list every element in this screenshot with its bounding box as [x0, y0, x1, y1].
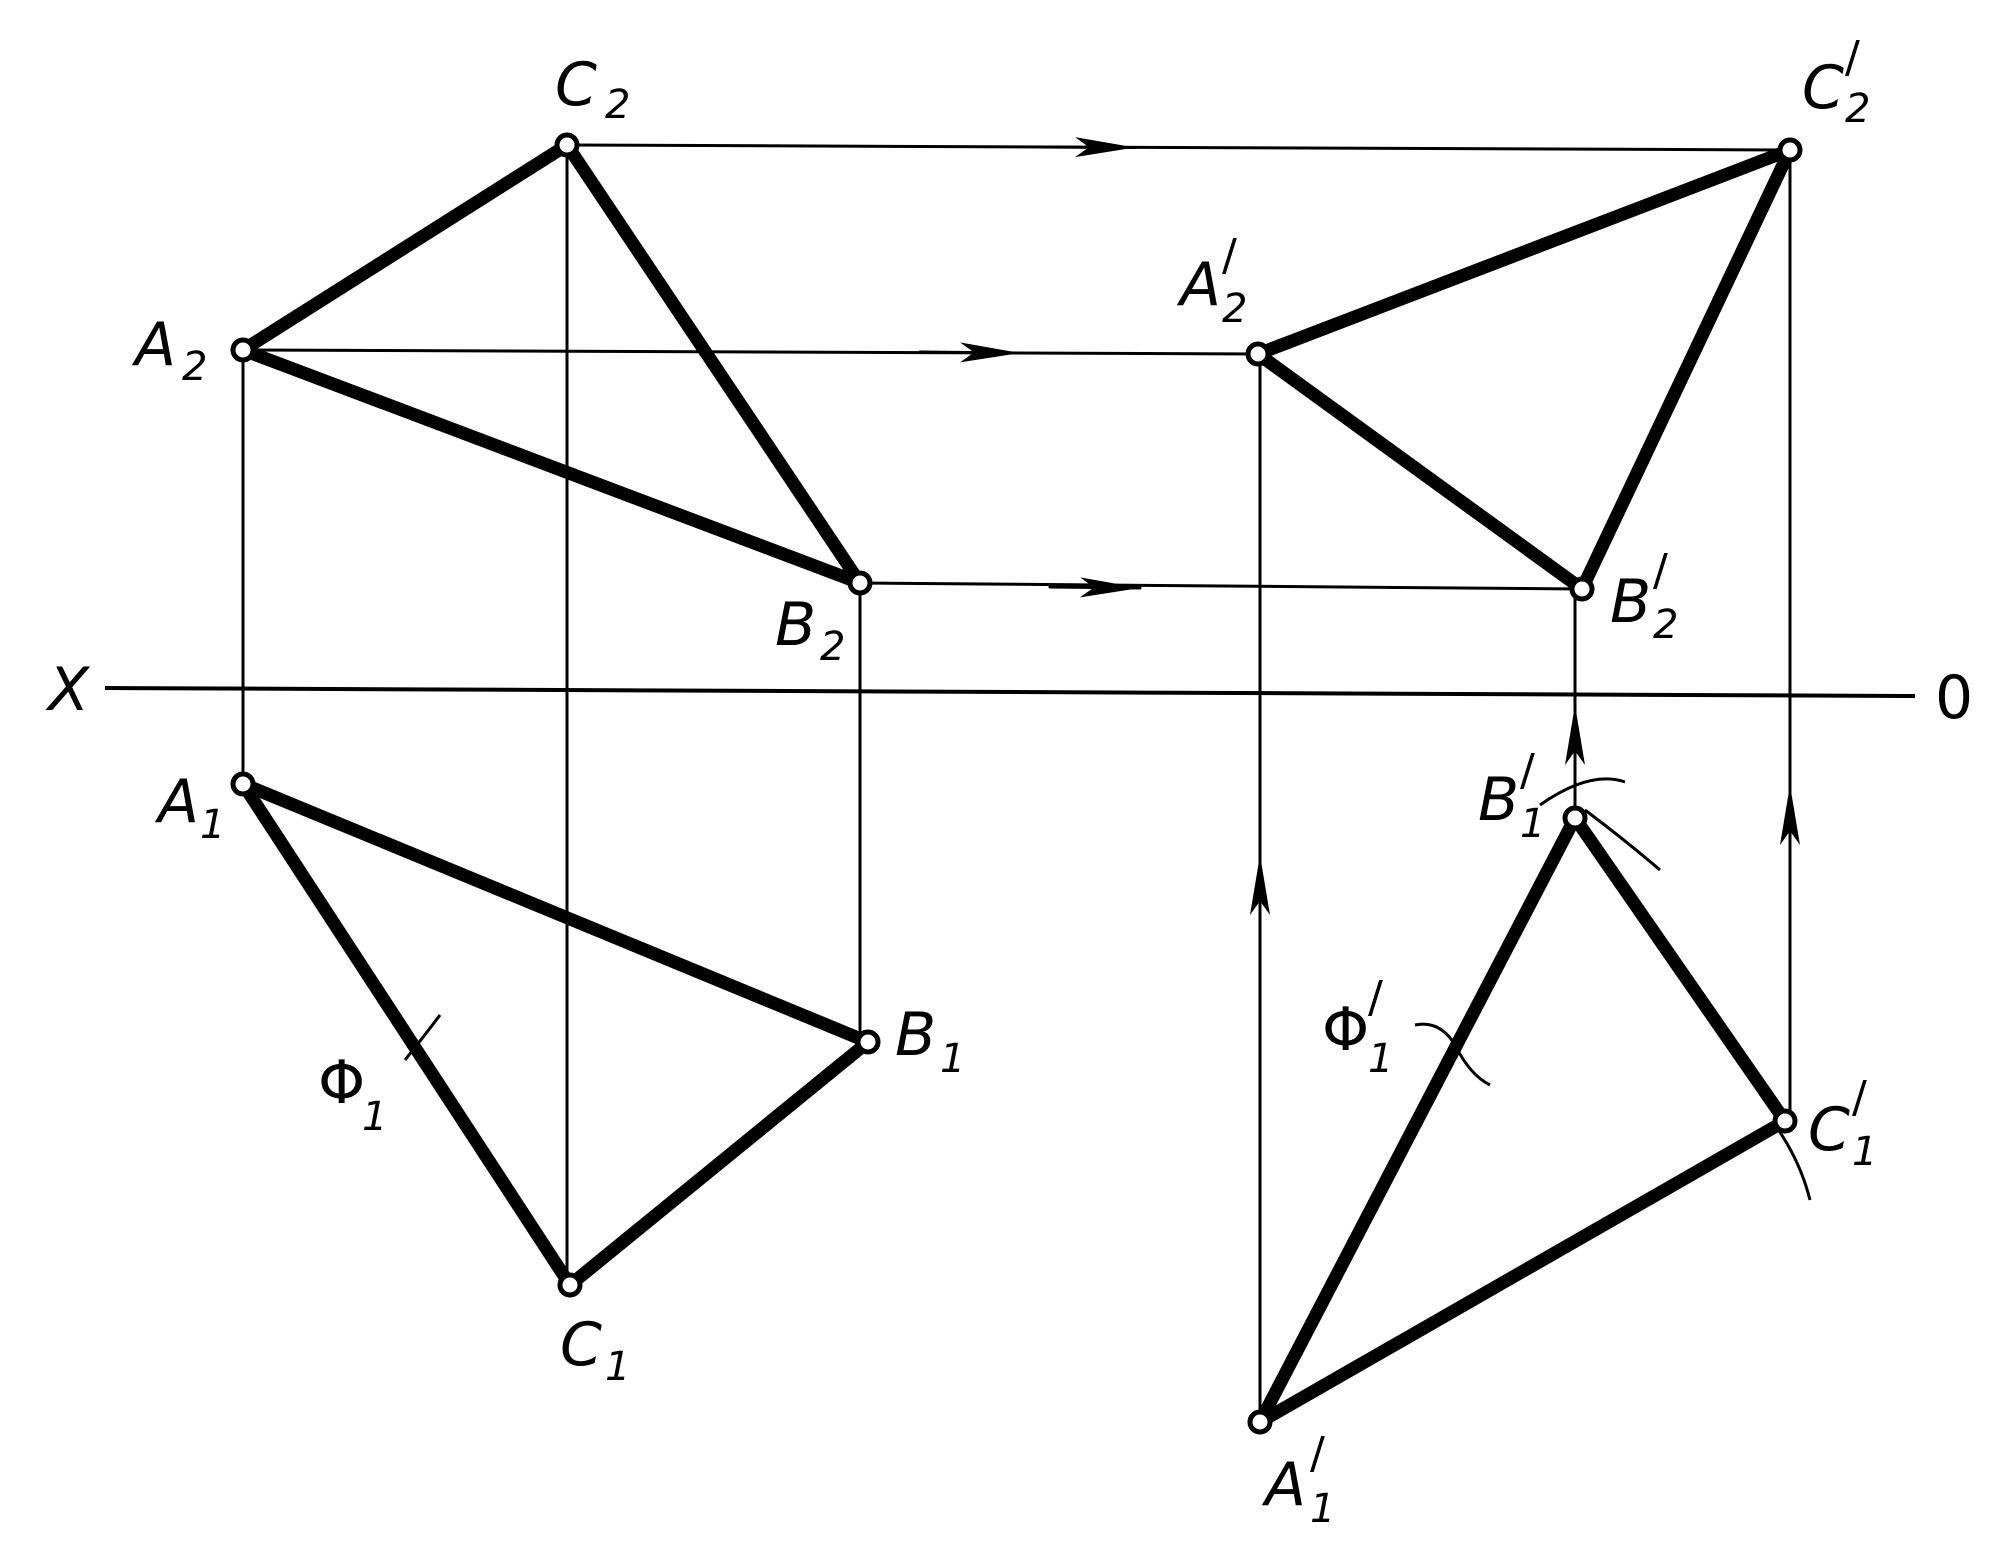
- label-b1: B 1: [895, 1000, 965, 1082]
- svg-text:B: B: [1610, 567, 1651, 637]
- svg-text:C: C: [560, 1310, 602, 1380]
- axis-label-x: X: [45, 655, 91, 725]
- svg-text:1: 1: [1368, 1036, 1393, 1082]
- svg-text:1: 1: [1520, 801, 1545, 847]
- edge-a2-b2: [236, 343, 867, 590]
- edge-a1-b1: [236, 777, 875, 1049]
- svg-text:C: C: [1802, 53, 1844, 123]
- node-b2: [847, 570, 873, 596]
- node-b1: [855, 1029, 881, 1055]
- node-a1-prime: [1247, 1409, 1273, 1435]
- axis-label-o: 0: [1935, 663, 1973, 733]
- edge-a2p-c2p: [1251, 143, 1797, 361]
- edge-b2p-c2p: [1575, 143, 1797, 596]
- svg-text:2: 2: [605, 82, 630, 128]
- svg-text:B: B: [775, 590, 816, 660]
- label-c2-prime: C / 2: [1802, 32, 1870, 132]
- svg-text:2: 2: [820, 624, 845, 670]
- svg-text:2: 2: [1653, 602, 1678, 648]
- node-c2-prime: [1777, 137, 1803, 163]
- svg-text:/: /: [1222, 230, 1237, 281]
- arc-c1-prime: [1773, 1124, 1812, 1201]
- transfer-line-c2: [565, 143, 1792, 152]
- edge-c1-b1: [563, 1035, 875, 1292]
- svg-text:1: 1: [1852, 1129, 1877, 1175]
- node-a2-prime: [1245, 341, 1271, 367]
- svg-text:C: C: [1808, 1095, 1850, 1165]
- svg-text:Φ: Φ: [318, 1048, 365, 1118]
- svg-text:C: C: [555, 50, 597, 120]
- label-c1: C 1: [560, 1310, 630, 1390]
- svg-text:/: /: [1653, 545, 1668, 596]
- arc-b1-prime: [1539, 777, 1626, 807]
- edge-c2-b2: [560, 138, 867, 590]
- svg-text:A: A: [1176, 250, 1221, 320]
- svg-text:/: /: [1845, 32, 1860, 83]
- svg-text:/: /: [1310, 1428, 1325, 1479]
- edge-a1-c1: [236, 777, 577, 1292]
- x-axis-line: [104, 686, 1916, 698]
- transfer-arrow-c2: [1038, 137, 1137, 158]
- svg-text:B: B: [1478, 765, 1519, 835]
- label-a2-prime: A / 2: [1176, 230, 1247, 332]
- label-phi1-prime: Φ / 1: [1322, 972, 1393, 1082]
- svg-text:/: /: [1520, 745, 1535, 796]
- label-a1-prime: A / 1: [1261, 1428, 1335, 1532]
- svg-text:1: 1: [200, 802, 225, 848]
- svg-text:/: /: [1368, 972, 1383, 1023]
- svg-text:2: 2: [1845, 86, 1870, 132]
- arc-phi1: [403, 1014, 442, 1061]
- svg-text:1: 1: [362, 1094, 387, 1140]
- svg-text:2: 2: [182, 344, 207, 390]
- edge-a1p-c1p: [1253, 1114, 1792, 1429]
- edge-b1p-c1p: [1568, 811, 1792, 1128]
- svg-text:B: B: [895, 1000, 936, 1070]
- svg-text:1: 1: [940, 1036, 965, 1082]
- svg-text:1: 1: [605, 1344, 630, 1390]
- label-b2: B 2: [775, 590, 845, 670]
- svg-text:A: A: [154, 767, 199, 837]
- transfer-line-b2: [858, 581, 1584, 591]
- transfer-arrow-b2: [1048, 577, 1142, 598]
- svg-text:Φ: Φ: [1322, 995, 1369, 1065]
- label-c2: C 2: [555, 50, 630, 128]
- svg-text:/: /: [1852, 1072, 1867, 1123]
- svg-text:1: 1: [1310, 1486, 1335, 1532]
- node-a1: [230, 771, 256, 797]
- node-b1-prime: [1562, 805, 1588, 831]
- transfer-arrow-a2: [918, 342, 1022, 363]
- node-c2: [554, 132, 580, 158]
- edge-a2-c2: [236, 138, 574, 357]
- node-c1-prime: [1772, 1108, 1798, 1134]
- svg-text:2: 2: [1222, 286, 1247, 332]
- node-c1: [557, 1272, 583, 1298]
- node-b2-prime: [1569, 576, 1595, 602]
- svg-text:A: A: [1261, 1450, 1306, 1520]
- node-a2: [230, 337, 256, 363]
- label-b1-prime: B / 1: [1478, 745, 1545, 847]
- label-b2-prime: B / 2: [1610, 545, 1678, 648]
- edge-a1p-b1p: [1253, 811, 1582, 1429]
- label-phi1: Φ 1: [318, 1048, 387, 1140]
- label-a2: A 2: [131, 310, 207, 390]
- arc-b1-prime-2: [1584, 808, 1661, 872]
- svg-text:A: A: [131, 310, 176, 380]
- edge-a2p-b2p: [1251, 347, 1589, 596]
- label-c1-prime: C / 1: [1808, 1072, 1877, 1175]
- label-a1: A 1: [154, 767, 225, 848]
- transfer-line-a2: [241, 348, 1260, 356]
